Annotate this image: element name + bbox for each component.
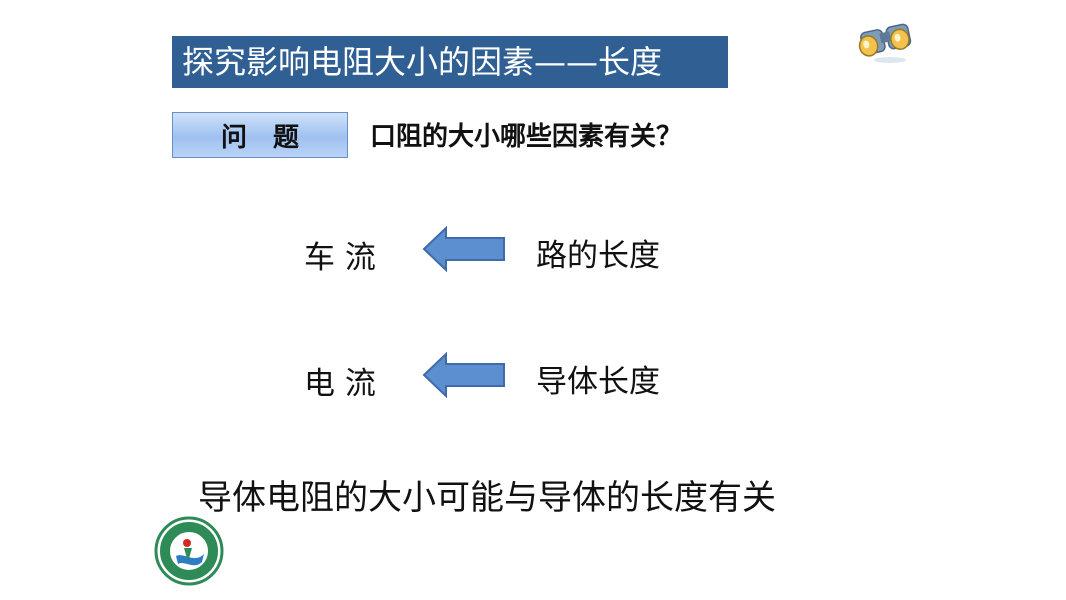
question-label-box: 问题: [172, 112, 348, 158]
question-text: 口阻的大小哪些因素有关？: [370, 122, 683, 152]
left-arrow-icon: [422, 352, 505, 398]
current-label: 电 流: [304, 366, 376, 402]
traffic-flow-label: 车 流: [304, 240, 376, 276]
conclusion-text: 导体电阻的大小可能与导体的长度有关: [198, 478, 776, 518]
slide-title: 探究影响电阻大小的因素——长度: [172, 36, 728, 88]
conductor-length-label: 导体长度: [536, 364, 660, 400]
binoculars-icon: [858, 23, 912, 63]
road-length-label: 路的长度: [536, 238, 660, 274]
left-arrow-icon: [422, 226, 505, 272]
school-logo: [154, 516, 224, 586]
